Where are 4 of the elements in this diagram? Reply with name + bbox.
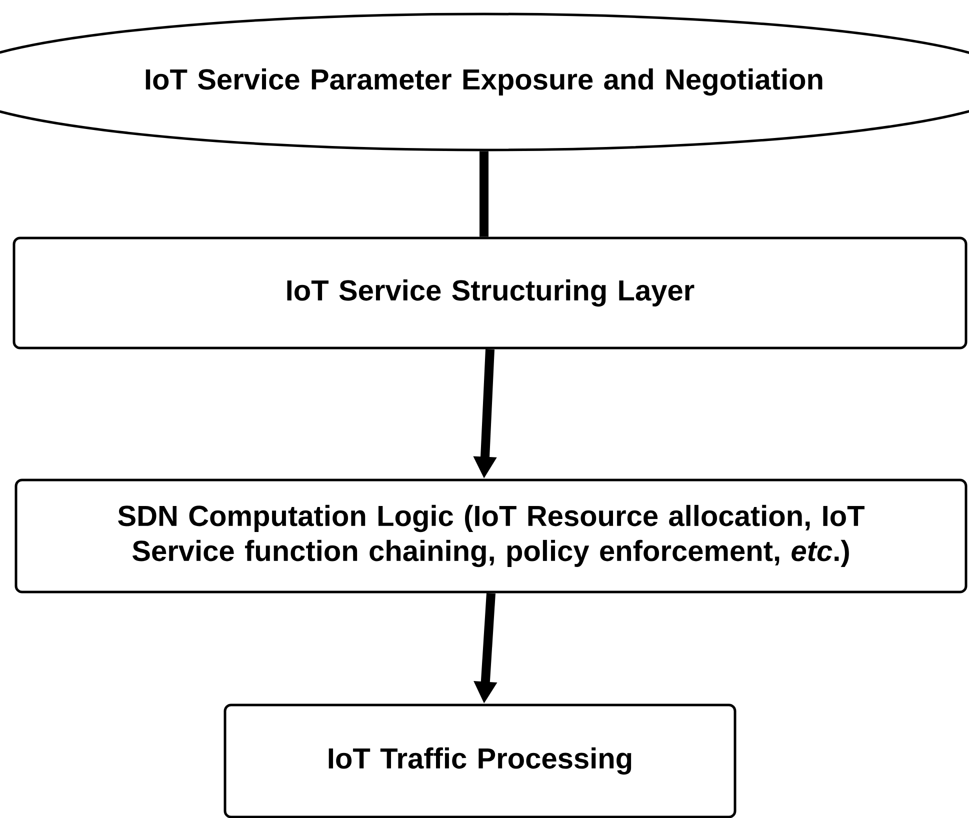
process-box: IoT Traffic Processing (224, 704, 736, 818)
process-box: SDN Computation Logic (IoT Resource allocation, IoT Service function chaining, policy enforcement, etc.) (14, 478, 968, 594)
connector-line (480, 151, 488, 237)
process-box: IoT Service Structuring Layer (12, 236, 968, 350)
